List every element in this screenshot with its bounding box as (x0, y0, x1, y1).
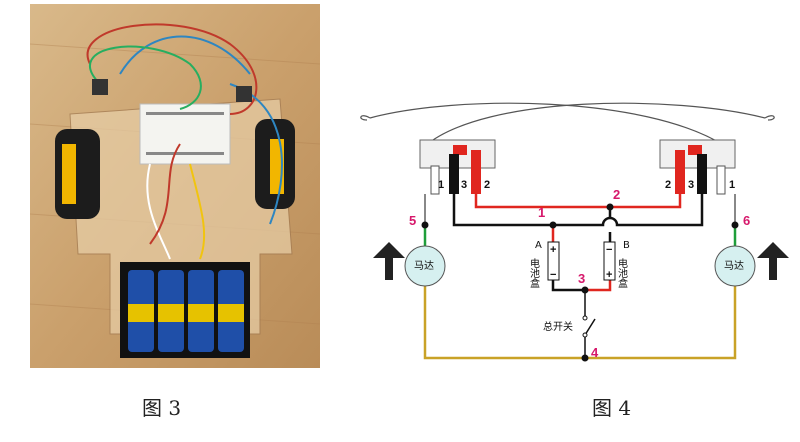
battery-a-letter: A (535, 240, 542, 251)
right-motor-label: 马达 (724, 260, 744, 272)
svg-text:+: + (606, 269, 612, 281)
battery-b: − + B 电池盒 (603, 240, 630, 288)
node-label-3: 3 (578, 271, 585, 286)
circuit-diagram: 1 3 2 2 3 1 (360, 102, 789, 362)
node-label-6: 6 (743, 213, 750, 228)
figure-4-caption: 图 4 (592, 396, 632, 420)
crossing-arcs (360, 102, 775, 147)
node-label-2: 2 (613, 187, 620, 202)
battery-a: + − A 电池盒 (528, 240, 560, 288)
left-wheel (55, 129, 100, 219)
main-switch-label: 总开关 (543, 320, 573, 333)
right-pin-1: 1 (729, 179, 735, 191)
right-pin-2: 2 (665, 179, 671, 191)
node-label-1: 1 (538, 205, 545, 220)
left-pin-2: 2 (484, 179, 490, 191)
left-up-arrow-icon (373, 242, 405, 280)
left-motor-label: 马达 (414, 260, 434, 272)
left-motor: 马达 (404, 245, 446, 287)
robot-car-photo (30, 4, 320, 368)
main-switch (584, 318, 596, 336)
left-switch-block: 1 3 2 (419, 139, 496, 195)
right-pin-3: 3 (688, 179, 694, 191)
svg-text:+: + (550, 244, 556, 256)
right-switch (236, 86, 252, 102)
battery-b-text: 电池盒 (616, 257, 628, 288)
figure-3-caption: 图 3 (142, 396, 182, 420)
left-switch (92, 79, 108, 95)
node-label-4: 4 (591, 345, 599, 360)
battery-a-text: 电池盒 (528, 257, 540, 288)
left-pin-1: 1 (438, 179, 444, 191)
right-motor: 马达 (714, 245, 756, 287)
right-up-arrow-icon (757, 242, 789, 280)
svg-text:−: − (550, 269, 556, 281)
node-label-5: 5 (409, 213, 416, 228)
right-switch-block: 2 3 1 (659, 139, 736, 195)
battery-b-letter: B (623, 240, 630, 251)
svg-text:−: − (606, 244, 612, 256)
left-pin-3: 3 (461, 179, 467, 191)
